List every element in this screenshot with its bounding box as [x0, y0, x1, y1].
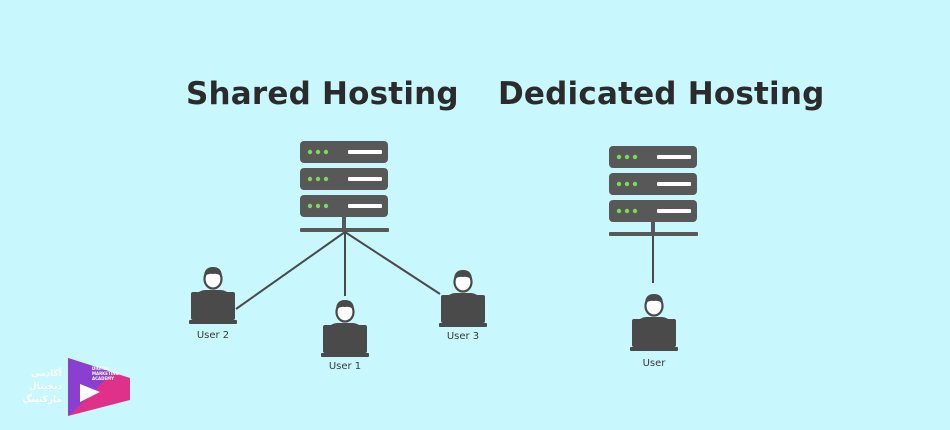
watermark-en3: ACADEMY: [92, 376, 114, 381]
watermark-line2: دیجیتال: [29, 382, 62, 392]
user-laptop-icon: [628, 292, 680, 353]
user3-label: User 3: [447, 331, 479, 342]
user-laptop-icon: [437, 268, 489, 329]
user-laptop-icon: [319, 298, 371, 359]
academy-logo-icon: آکادمی دیجیتال مارکتینگ DIGITAL MARKETIN…: [22, 358, 130, 416]
watermark-en2: MARKETING: [92, 371, 119, 376]
watermark-line1: آکادمی: [31, 367, 63, 379]
server-icon: [300, 141, 388, 163]
user-laptop-icon: [187, 265, 239, 326]
shared-hosting-title: Shared Hosting: [186, 76, 459, 112]
dedicated-user-label: User: [643, 358, 667, 369]
server-icon: [609, 146, 697, 168]
server-base: [609, 232, 698, 236]
server-icon: [609, 173, 697, 195]
server-icon: [300, 168, 388, 190]
server-base: [300, 228, 389, 232]
connection-line-user2: [235, 231, 346, 310]
watermark-en1: DIGITAL: [92, 366, 110, 371]
user1-label: User 1: [329, 361, 361, 372]
watermark-line3: مارکتینگ: [22, 393, 62, 405]
server-icon: [609, 200, 697, 222]
shared-server-stack: [300, 141, 389, 232]
server-icon: [300, 195, 388, 217]
user2-label: User 2: [197, 330, 229, 341]
connection-line-user3: [344, 231, 441, 295]
dedicated-server-stack: [609, 146, 698, 236]
dedicated-hosting-title: Dedicated Hosting: [498, 76, 825, 112]
